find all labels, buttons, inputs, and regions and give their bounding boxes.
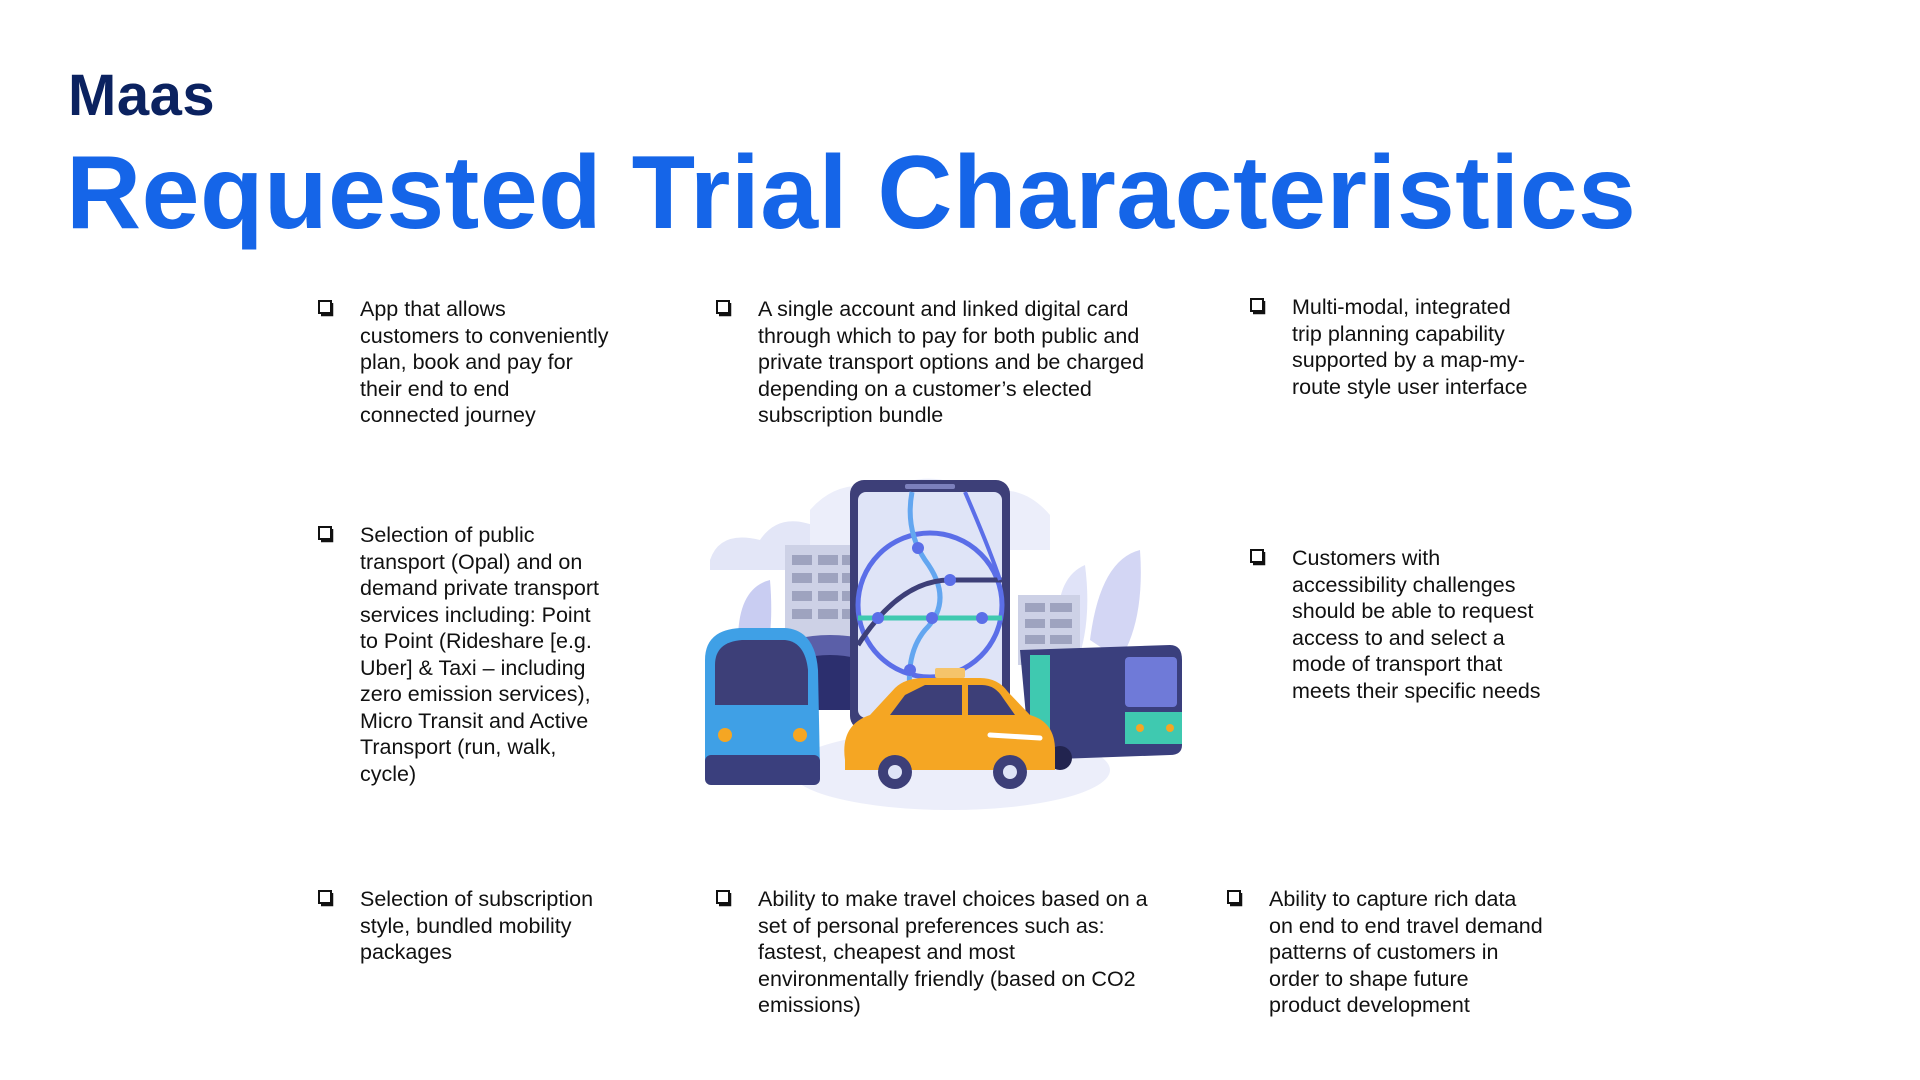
bullet-accessibility: Customers with accessibility challenges … [1250,545,1602,704]
bullet-transport-selection: Selection of public transport (Opal) and… [318,522,680,787]
checkbox-square-icon [716,300,732,317]
bullet-text: Ability to make travel choices based on … [758,887,1148,1017]
bullet-text: App that allows customers to convenientl… [360,297,609,427]
phone-screen [858,492,1002,718]
slide-kicker: Maas [68,63,216,128]
bullet-text: Customers with accessibility challenges … [1292,546,1541,703]
bullet-text: Selection of subscription style, bundled… [360,887,594,964]
slide-title: Requested Trial Characteristics [66,135,1637,251]
bullet-travel-preferences: Ability to make travel choices based on … [716,886,1198,1019]
checkbox-square-icon [1227,890,1243,907]
mobility-transport-illustration [705,478,1182,810]
checkbox-square-icon [1250,549,1266,566]
route-line [963,491,1002,581]
bullet-app-booking: App that allows customers to convenientl… [318,296,680,429]
leaf-icon [1090,550,1141,660]
bullet-trip-planning: Multi-modal, integrated trip planning ca… [1250,294,1592,400]
bullet-rich-data: Ability to capture rich data on end to e… [1227,886,1599,1019]
checkbox-square-icon [318,526,334,543]
bullet-text: Multi-modal, integrated trip planning ca… [1292,295,1528,399]
bullet-text: Ability to capture rich data on end to e… [1269,887,1543,1017]
bullet-text: A single account and linked digital card… [758,297,1145,427]
bullet-single-account: A single account and linked digital card… [716,296,1198,429]
checkbox-square-icon [318,890,334,907]
checkbox-square-icon [1250,298,1266,315]
checkbox-square-icon [318,300,334,317]
bullet-text: Selection of public transport (Opal) and… [360,523,600,786]
checkbox-square-icon [716,890,732,907]
bullet-subscription: Selection of subscription style, bundled… [318,886,680,966]
route-ring [855,530,1005,680]
